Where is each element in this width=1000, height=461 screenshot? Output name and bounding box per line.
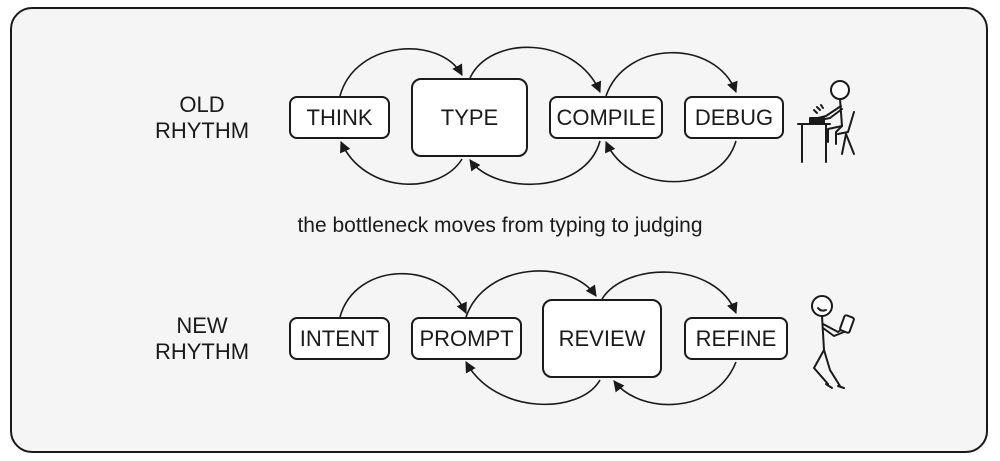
new-step-intent: INTENT: [289, 317, 390, 360]
old-rhythm-label: OLD RHYTHM: [142, 92, 262, 144]
person-walking-with-phone-icon: [811, 295, 855, 389]
new-step-review: REVIEW: [542, 299, 662, 378]
new-rhythm-label: NEW RHYTHM: [142, 313, 262, 365]
caption: the bottleneck moves from typing to judg…: [297, 214, 703, 237]
old-step-debug: DEBUG: [684, 96, 784, 139]
old-step-think: THINK: [289, 96, 390, 139]
person-typing-at-desk-icon: [797, 80, 855, 163]
new-rhythm-label-line-1: NEW: [176, 313, 228, 338]
old-step-compile: COMPILE: [549, 96, 663, 139]
new-step-prompt: PROMPT: [411, 317, 522, 360]
old-rhythm-label-line-2: RHYTHM: [154, 118, 250, 143]
old-rhythm-label-line-1: OLD: [179, 92, 225, 117]
old-step-type: TYPE: [411, 78, 528, 157]
new-step-refine: REFINE: [684, 317, 788, 360]
new-rhythm-label-line-2: RHYTHM: [154, 339, 250, 364]
